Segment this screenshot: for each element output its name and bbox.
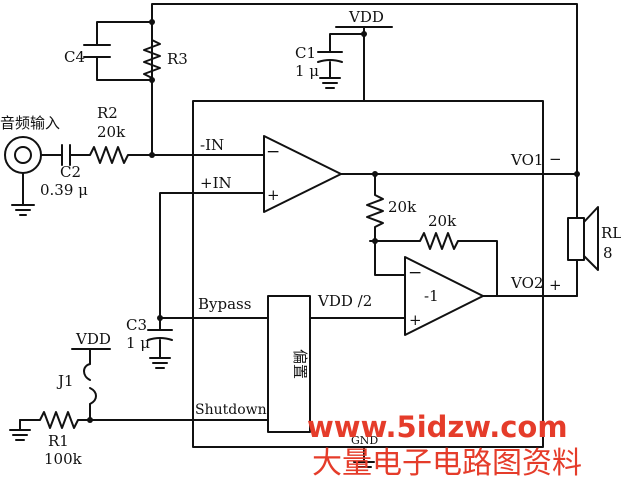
opamp2-inverting-wire xyxy=(374,240,406,276)
bypass-label: Bypass xyxy=(198,295,251,313)
c3-plate-bottom xyxy=(147,337,173,341)
r2-label: R2 xyxy=(97,104,118,122)
opamp2-minus: − xyxy=(408,263,422,283)
watermark-title: 大量电子电路图资料 xyxy=(312,446,582,481)
vdd-half-label: VDD /2 xyxy=(317,292,372,310)
opamp-2 xyxy=(404,256,484,336)
r3-resistor xyxy=(143,21,161,153)
vo1-label: VO1 xyxy=(510,151,543,169)
r2-value: 20k xyxy=(97,123,126,141)
bias-label: 偏置 xyxy=(291,349,309,379)
c1-value: 1 μ xyxy=(295,62,319,80)
vo2-sign: + xyxy=(549,276,562,294)
vdd-top-label: VDD xyxy=(348,8,384,26)
neg-in-label: -IN xyxy=(200,136,224,154)
res-feedback-a-label: 20k xyxy=(388,198,417,216)
inv-gain-label: -1 xyxy=(424,287,439,305)
vo2-label: VO2 xyxy=(510,274,543,292)
watermark-url: www.5idzw.com xyxy=(307,410,568,444)
r2-resistor xyxy=(69,146,194,164)
rl-value: 8 xyxy=(603,244,613,262)
speaker-coil xyxy=(567,217,585,261)
c4-bottom-wire xyxy=(96,56,153,81)
opamp2-plus: + xyxy=(409,311,422,329)
junction-dots xyxy=(87,19,580,423)
j1-jumper-top xyxy=(83,363,91,381)
vo1-sign: − xyxy=(549,150,562,168)
plus-in-wire xyxy=(159,192,194,319)
audio-input-label: 音频输入 xyxy=(0,114,60,132)
opamp1-plus: + xyxy=(267,186,280,204)
c1-label: C1 xyxy=(295,44,316,62)
bias-block xyxy=(267,295,311,433)
internal-20k-resistor-b xyxy=(374,232,498,296)
res-feedback-b-label: 20k xyxy=(428,212,457,230)
c4-label: C4 xyxy=(64,48,85,66)
r1-resistor xyxy=(19,411,269,429)
c3-value: 1 μ xyxy=(126,334,150,352)
shutdown-label: Shutdown xyxy=(195,402,267,418)
j1-label: J1 xyxy=(56,372,74,390)
c2-value: 0.39 μ xyxy=(40,181,88,199)
c4-top-wire xyxy=(96,21,153,46)
vdd-j1-label: VDD xyxy=(75,330,111,348)
opamp1-minus: − xyxy=(266,142,280,162)
gnd-label: GND xyxy=(351,434,378,447)
c1-wire xyxy=(329,33,365,53)
input-jack-outer xyxy=(4,136,42,174)
rl-label: RL xyxy=(601,224,621,242)
opamp-1 xyxy=(263,135,342,213)
j1-jumper-bottom xyxy=(89,387,97,405)
r1-value: 100k xyxy=(44,450,83,468)
speaker-cone xyxy=(583,206,599,271)
c3-label: C3 xyxy=(126,316,147,334)
internal-20k-resistor-a xyxy=(366,173,384,242)
r3-label: R3 xyxy=(167,50,188,68)
c2-label: C2 xyxy=(60,163,81,181)
input-jack-inner xyxy=(14,146,32,164)
c1-plate-bottom xyxy=(317,59,343,63)
ic-package-outline xyxy=(192,100,544,448)
r1-label: R1 xyxy=(48,432,69,450)
pos-in-label: +IN xyxy=(200,174,232,192)
